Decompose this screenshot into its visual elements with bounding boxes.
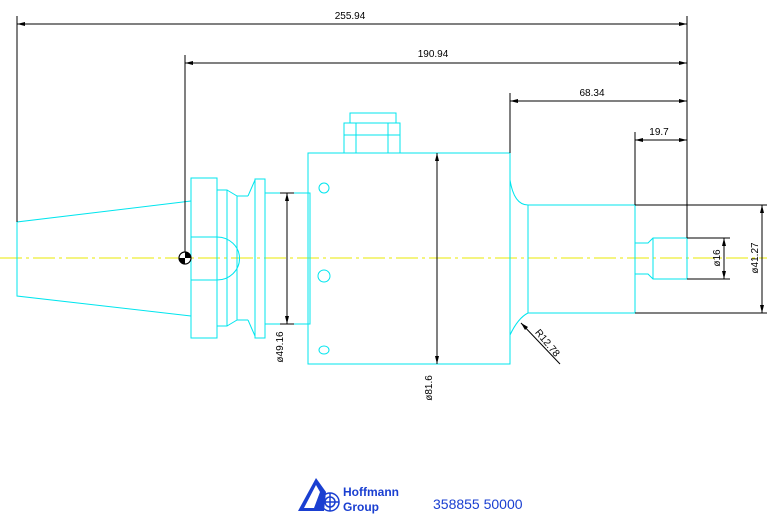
dim-overall-length: 255.94 [335, 11, 366, 22]
dim-dia-49: ø49.16 [275, 331, 286, 363]
dim-length-190: 190.94 [418, 49, 449, 60]
dim-radius: R12.78 [532, 328, 561, 360]
coolant-screw [349, 112, 397, 124]
dim-dia-81: ø81.6 [424, 375, 435, 401]
tip [635, 237, 688, 280]
dim-length-19: 19.7 [649, 127, 669, 138]
dim-dia-41: ø41.27 [750, 242, 761, 274]
brand-name-line1: Hoffmann [343, 485, 399, 499]
dim-dia-16: ø16 [712, 249, 723, 267]
dim-length-68: 68.34 [579, 88, 604, 99]
brand-name-line2: Group [343, 500, 379, 514]
dimension-arrows [17, 22, 764, 364]
part-number: 358855 50000 [433, 496, 523, 512]
taper-shank [16, 200, 192, 317]
part-outline [16, 112, 688, 365]
hoffmann-logo-icon [298, 478, 340, 512]
main-body [307, 152, 511, 365]
shaft [527, 204, 636, 314]
dimension-lines [16, 16, 767, 365]
gauge-point-marker [178, 251, 192, 265]
